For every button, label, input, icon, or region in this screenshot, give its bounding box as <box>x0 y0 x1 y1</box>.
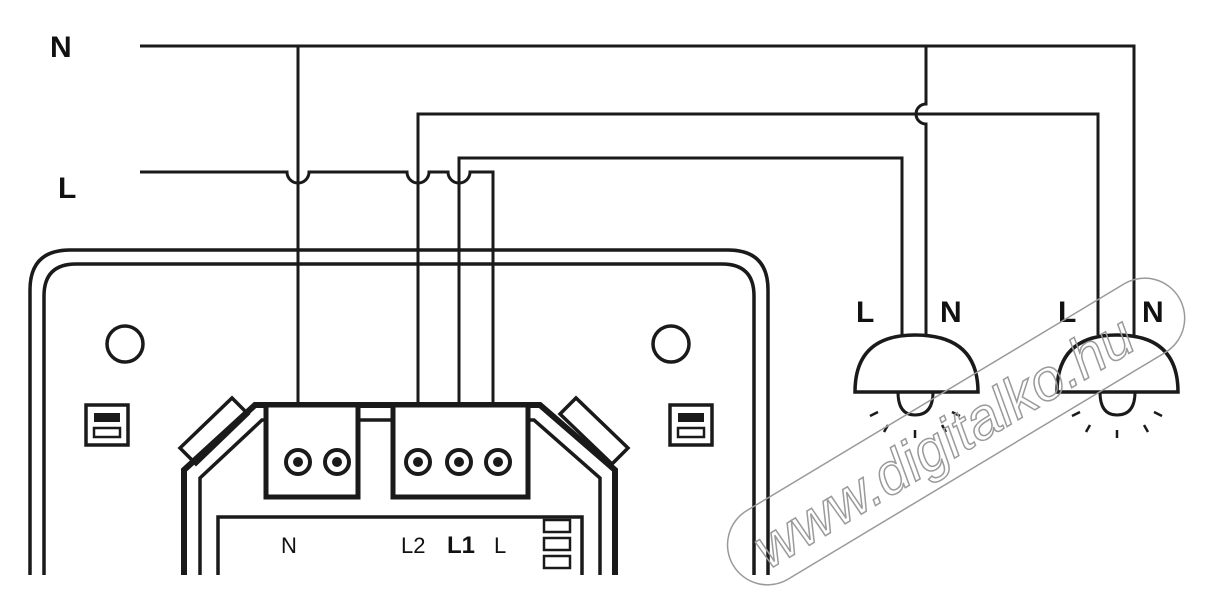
lamp2-neutral-label: N <box>1142 296 1164 329</box>
switch-plate-outer <box>28 248 770 575</box>
lamp-2 <box>1055 333 1180 438</box>
switch-plate-inner <box>42 262 756 575</box>
lamp2-live-label: L <box>1058 296 1076 329</box>
live-bus-wire <box>140 170 495 405</box>
neutral-lamp1-wire <box>914 46 928 335</box>
terminal-block-l <box>390 402 531 500</box>
mains-neutral-label: N <box>50 31 72 64</box>
terminal-label-l: L <box>494 533 506 558</box>
mounting-hole-right <box>651 324 691 364</box>
switch-tab-right <box>557 395 631 467</box>
mains-live-label: L <box>58 172 76 205</box>
clip-right <box>668 403 714 447</box>
switch-tab-left <box>177 395 251 467</box>
lamp1-live-label: L <box>856 296 874 329</box>
l2-output-wire <box>416 112 1100 405</box>
lamp1-neutral-label: N <box>940 296 962 329</box>
mounting-hole-left <box>105 324 145 364</box>
l1-output-wire <box>457 156 904 405</box>
switch-inner-panel <box>216 515 584 575</box>
terminal-label-n: N <box>281 533 297 558</box>
terminal-label-l2: L2 <box>401 533 425 558</box>
terminal-block-n <box>263 402 361 500</box>
switch-slots <box>542 518 572 570</box>
neutral-bus-wire <box>140 44 1136 335</box>
terminal-label-l1: L1 <box>447 532 475 559</box>
clip-left <box>84 403 130 447</box>
